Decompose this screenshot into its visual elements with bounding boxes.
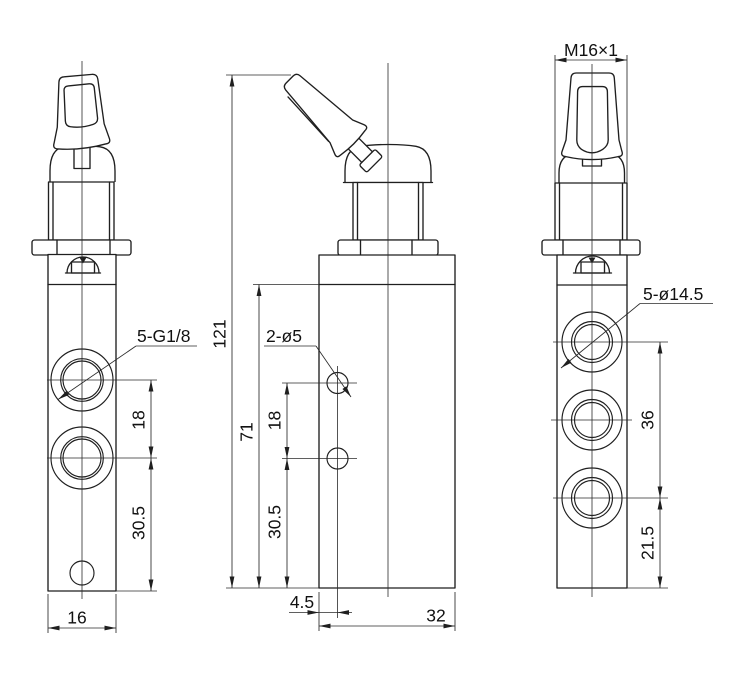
label-side-mount-holes: 2-ø5 (266, 326, 302, 346)
dim-side-hole-pitch: 18 (265, 383, 290, 459)
valve-body-side (318, 254, 456, 589)
lever-knob (283, 73, 368, 158)
dim-label-hole-pitch: 18 (265, 411, 285, 430)
leader-end-bore: 5-ø14.5 (559, 284, 713, 370)
panel-nut-end (541, 239, 641, 256)
panel-nut (31, 239, 132, 256)
dim-front-port-to-base: 30.5 (116, 458, 157, 592)
lever-collar (359, 149, 383, 173)
label-end-thread: M16×1 (564, 40, 618, 60)
dim-label-hole-to-base: 30.5 (265, 505, 285, 539)
toggle-knob (53, 73, 111, 150)
dim-side-overall-height: 121 (210, 74, 319, 589)
dim-side-depth: 32 (319, 592, 456, 631)
centerlines (47, 61, 668, 618)
dim-front-width: 16 (47, 594, 117, 633)
end-view (541, 72, 641, 589)
thread-bushing-end (554, 182, 628, 241)
dim-front-port-pitch: 18 (129, 380, 154, 458)
leader-front-port-thread: 5-G1/8 (56, 326, 197, 402)
front-view (31, 73, 132, 592)
dim-label-front-port-pitch: 18 (129, 410, 149, 429)
dim-end-port-to-base: 21.5 (627, 498, 668, 589)
top-slot-detail (64, 256, 102, 274)
label-end-bore: 5-ø14.5 (643, 284, 703, 304)
label-front-port-thread: 5-G1/8 (137, 326, 191, 346)
leader-side-mount-holes: 2-ø5 (264, 326, 353, 399)
dim-side-hole-to-base: 30.5 (265, 458, 290, 588)
dim-label-hole-offset: 4.5 (290, 592, 314, 612)
thread-bushing (47, 181, 115, 241)
dim-label-port-span: 36 (638, 410, 658, 429)
dim-label-front-width: 16 (67, 608, 86, 628)
dim-label-port-to-base: 21.5 (638, 526, 658, 560)
dim-end-port-span: 36 (638, 342, 663, 498)
toggle-lever-tilted (283, 73, 383, 173)
dim-label-depth: 32 (426, 606, 445, 626)
dim-label-front-port-to-base: 30.5 (129, 506, 149, 540)
dim-end-thread: M16×1 (554, 40, 628, 183)
dim-label-overall-height: 121 (210, 319, 230, 348)
dim-side-body-height: 71 (237, 284, 319, 588)
dim-side-hole-offset: 4.5 (289, 592, 352, 631)
dim-label-body-height: 71 (237, 422, 257, 441)
